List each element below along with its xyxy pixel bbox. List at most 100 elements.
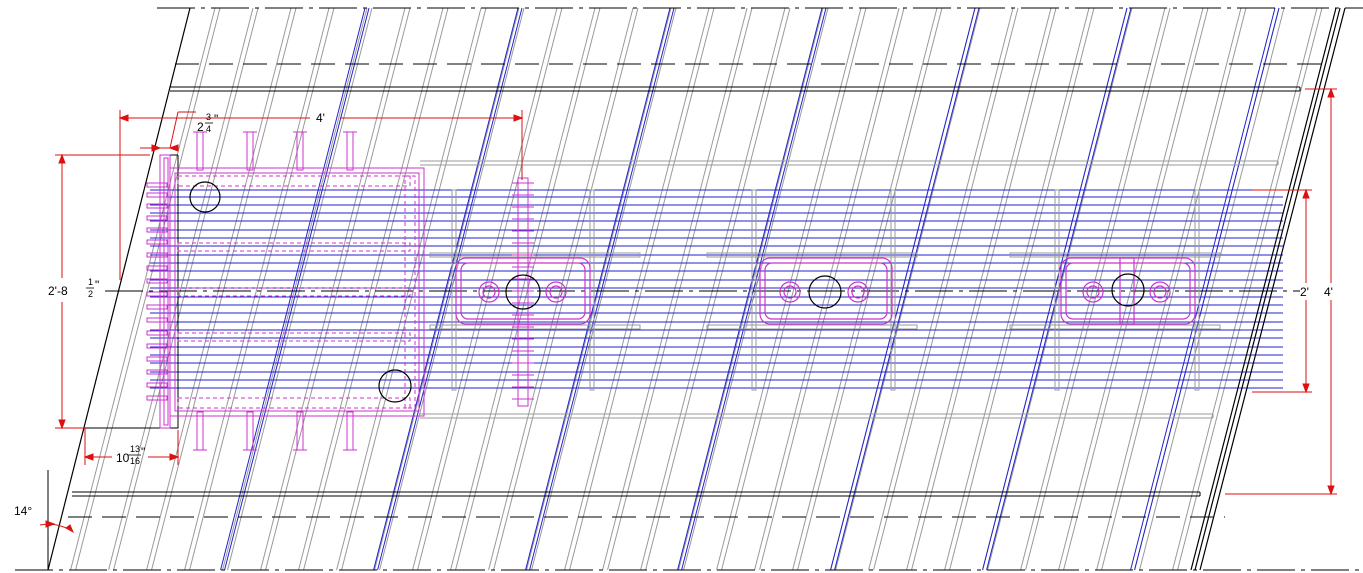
bearing-pad-holes bbox=[478, 281, 1171, 303]
grid-line bbox=[265, 7, 411, 571]
anchor-bolt bbox=[146, 265, 168, 271]
grid-line bbox=[868, 7, 1014, 571]
grid-line bbox=[602, 7, 748, 571]
grid-line bbox=[716, 7, 862, 571]
dim-bottom-offset: 10 13 16 " bbox=[116, 444, 145, 466]
dim-overall-height: 4' bbox=[1324, 285, 1333, 299]
pad-hole-inner bbox=[783, 285, 797, 299]
dim-plate-length: 4' bbox=[316, 111, 325, 125]
svg-text:": " bbox=[95, 278, 99, 292]
anchor-bolt bbox=[146, 369, 168, 375]
blue-skew-line bbox=[681, 7, 827, 571]
grid-line bbox=[146, 7, 292, 571]
skewed-end-edges bbox=[47, 7, 1346, 571]
anchor-bolt bbox=[146, 182, 168, 188]
blue-skew-line bbox=[677, 7, 823, 571]
left-anchor-bolts bbox=[146, 182, 168, 401]
grid-line bbox=[227, 7, 373, 571]
svg-text:1: 1 bbox=[88, 277, 93, 287]
grid-line bbox=[75, 7, 221, 571]
svg-text:13: 13 bbox=[130, 444, 140, 454]
blue-skew-line bbox=[224, 7, 370, 571]
grid-line bbox=[1177, 7, 1323, 571]
anchor-bolt bbox=[146, 203, 168, 209]
svg-text:2: 2 bbox=[88, 289, 93, 299]
dim-plate-height: 2'-8 1 2 " bbox=[48, 277, 99, 299]
svg-text:2'-8: 2'-8 bbox=[48, 284, 68, 298]
anchor-bolt bbox=[146, 291, 168, 297]
pad-hole-inner bbox=[482, 285, 496, 299]
grid-line bbox=[184, 7, 330, 571]
grid-line bbox=[678, 7, 824, 571]
svg-text:": " bbox=[141, 445, 145, 459]
flange-centerlines bbox=[15, 7, 1363, 571]
hole-circle-icon bbox=[189, 181, 1145, 403]
grid-line bbox=[906, 7, 1052, 571]
svg-text:10: 10 bbox=[116, 451, 130, 465]
grid-line bbox=[336, 7, 482, 571]
grid-line bbox=[374, 7, 520, 571]
anchor-bolt bbox=[146, 317, 168, 323]
grid-line bbox=[759, 7, 905, 571]
grid-line bbox=[526, 7, 672, 571]
grid-line bbox=[873, 7, 1019, 571]
blue-skew-line bbox=[834, 7, 980, 571]
grid-line bbox=[189, 7, 335, 571]
dim-skew-angle: 14° bbox=[14, 504, 32, 518]
grid-line bbox=[645, 7, 791, 571]
pad-hole-inner bbox=[1153, 285, 1167, 299]
anchor-bolt bbox=[146, 304, 168, 310]
grid-line bbox=[569, 7, 715, 571]
anchor-bolt bbox=[146, 278, 168, 284]
grid-line bbox=[1096, 7, 1242, 571]
anchor-bolt bbox=[146, 330, 168, 336]
skewed-grid-lines bbox=[70, 7, 1323, 571]
grid-line bbox=[1101, 7, 1247, 571]
anchor-bolt bbox=[146, 215, 168, 221]
grid-line bbox=[450, 7, 596, 571]
grid-line bbox=[1058, 7, 1204, 571]
grid-line bbox=[835, 7, 981, 571]
grid-line bbox=[70, 7, 216, 571]
grid-line bbox=[412, 7, 558, 571]
blue-skew-line bbox=[373, 7, 519, 571]
grid-line bbox=[303, 7, 449, 571]
grid-line bbox=[298, 7, 444, 571]
flange-edges bbox=[72, 86, 1301, 497]
dim-strand-group: 2' bbox=[1300, 285, 1309, 299]
grid-line bbox=[754, 7, 900, 571]
anchor-bolt bbox=[146, 252, 168, 258]
grid-line bbox=[417, 7, 563, 571]
pad-hole bbox=[478, 281, 500, 303]
grid-line bbox=[944, 7, 1090, 571]
grid-line bbox=[341, 7, 487, 571]
grid-line bbox=[108, 7, 254, 571]
blue-skew-line bbox=[377, 7, 523, 571]
anchor-bolt bbox=[146, 192, 168, 198]
grid-line bbox=[949, 7, 1095, 571]
grid-line bbox=[607, 7, 753, 571]
pad-hole-inner bbox=[1086, 285, 1100, 299]
blue-skew-line bbox=[830, 7, 976, 571]
grid-line bbox=[1020, 7, 1166, 571]
grid-line bbox=[792, 7, 938, 571]
blue-skew-line bbox=[525, 7, 671, 571]
anchor-bolt bbox=[146, 227, 168, 233]
grid-line bbox=[911, 7, 1057, 571]
svg-text:4: 4 bbox=[206, 124, 211, 134]
dimension-labels: 2 3 4 " 4' 2'-8 1 2 " 10 13 16 " 14° 2' … bbox=[14, 111, 1333, 518]
blue-skew-line bbox=[1130, 7, 1276, 571]
grid-line bbox=[531, 7, 677, 571]
svg-text:16: 16 bbox=[130, 456, 140, 466]
tie-bar bbox=[517, 177, 529, 407]
pad-hole bbox=[779, 281, 801, 303]
anchor-bolt bbox=[146, 382, 168, 388]
headed-studs bbox=[193, 131, 357, 451]
grid-line bbox=[1063, 7, 1209, 571]
grid-line bbox=[260, 7, 406, 571]
anchor-bolt bbox=[146, 239, 168, 245]
blue-skew-line bbox=[1134, 7, 1280, 571]
grid-line bbox=[987, 7, 1133, 571]
vertical-tie-bar bbox=[512, 177, 534, 407]
